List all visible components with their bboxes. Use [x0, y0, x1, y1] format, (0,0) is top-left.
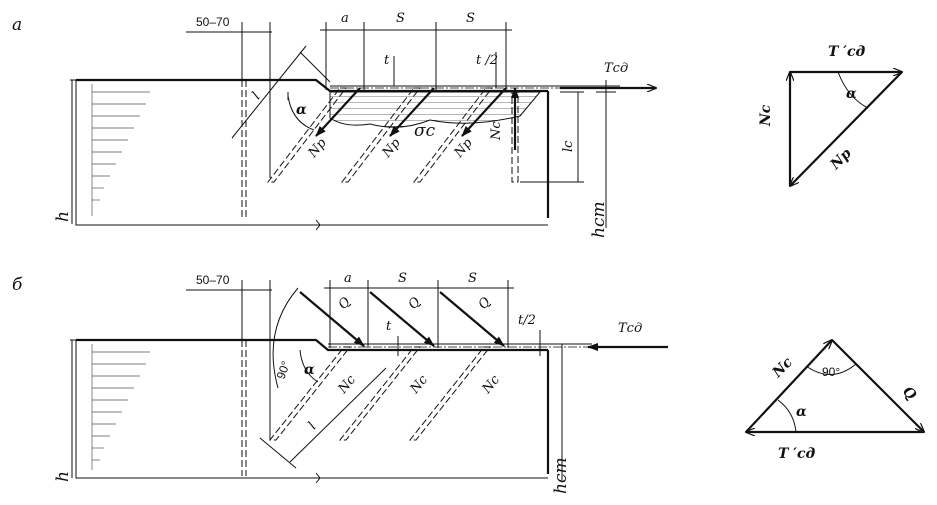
panel-a-len-l: l — [250, 90, 264, 103]
triangle-b-Q: Q — [899, 384, 919, 404]
panel-a-Nc-label: Nс — [489, 121, 504, 141]
panel-a-dim-t2: t /2 — [476, 53, 498, 68]
panel-a-len-lc: lс — [561, 140, 576, 152]
panel-a-Np-2: Np — [379, 135, 404, 161]
panel-a: а Тсд 50–70 — [12, 11, 656, 238]
panel-b-dim-a: a — [344, 271, 352, 286]
panel-b-Nc-1: Nс — [335, 372, 360, 397]
panel-b: б Тсд 50–70 — [12, 271, 668, 494]
panel-a-angle: α — [296, 102, 307, 118]
panel-b-Q-3: Q — [476, 295, 495, 313]
panel-a-Np-3: Np — [451, 135, 476, 161]
panel-a-Np-1: Np — [305, 135, 330, 161]
panel-b-T-label: Тсд — [618, 321, 642, 336]
panel-b-len-l: l — [306, 420, 320, 433]
panel-a-hst: hст — [589, 201, 609, 238]
panel-a-dim-S2: S — [466, 11, 475, 26]
panel-b-Q-1: Q — [336, 295, 355, 313]
panel-a-dim-t: t — [384, 53, 390, 68]
triangle-a-Nc: Nс — [758, 104, 774, 127]
triangle-a-alpha: α — [846, 86, 857, 102]
triangle-b-Nc: Nс — [769, 354, 796, 381]
panel-b-dim-S2: S — [468, 271, 477, 286]
triangle-b-90: 90° — [822, 365, 840, 379]
panel-b-Nc-2: Nс — [407, 372, 432, 397]
panel-b-hatch — [91, 344, 150, 470]
triangle-a-T: Т ′сд — [828, 44, 866, 60]
panel-b-dim-t2: t/2 — [518, 313, 536, 328]
panel-b-dim-t: t — [386, 319, 392, 334]
panel-a-dim-a: a — [341, 11, 349, 26]
force-triangle-b: Nс 90° α Q Т ′сд — [746, 340, 924, 462]
panel-a-T-label: Тсд — [604, 61, 628, 76]
panel-a-h: h — [53, 211, 73, 222]
panel-b-dim-S1: S — [398, 271, 407, 286]
panel-b-tag: б — [12, 275, 23, 295]
panel-a-dim-S1: S — [396, 11, 405, 26]
panel-b-Q-2: Q — [406, 295, 425, 313]
panel-a-stress-diagram — [329, 91, 542, 128]
panel-b-dim-50-70: 50–70 — [196, 273, 230, 287]
panel-b-h: h — [53, 471, 73, 482]
triangle-b-T: Т ′сд — [778, 446, 816, 462]
triangle-b-alpha: α — [796, 404, 807, 420]
panel-b-hst: hст — [551, 457, 571, 494]
force-triangle-a: Т ′сд α Nс Np — [758, 44, 902, 186]
panel-a-tag: а — [12, 15, 22, 35]
panel-a-stress-label: σс — [414, 121, 436, 141]
panel-a-dim-50-70: 50–70 — [196, 15, 230, 29]
panel-b-angle: α — [304, 362, 315, 378]
panel-b-Nc-3: Nс — [479, 372, 504, 397]
panel-b-angle-90: 90° — [274, 359, 293, 381]
panel-b-anchors: l Q Q Q Nс Nс Nс — [259, 291, 505, 469]
panel-a-hatch — [91, 84, 150, 216]
triangle-a-Np: Np — [827, 145, 855, 173]
